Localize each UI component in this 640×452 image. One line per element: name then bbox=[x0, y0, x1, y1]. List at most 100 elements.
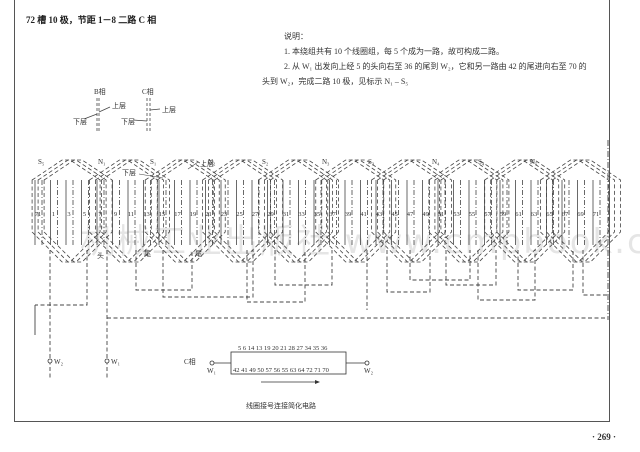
circuit-input: W₁ bbox=[207, 367, 216, 375]
coil bbox=[371, 159, 440, 263]
legend-c-phase: C相 bbox=[142, 87, 154, 96]
slot-number: 15 bbox=[159, 211, 166, 218]
figure-title: 72 槽 10 极，节距 1－8 二路 C 相 bbox=[26, 15, 157, 25]
pole-label: S₂ bbox=[262, 158, 269, 166]
annotation-head: 头 bbox=[97, 251, 104, 260]
coil bbox=[383, 159, 452, 263]
coil bbox=[150, 159, 220, 263]
slot-number: 43 bbox=[376, 211, 383, 218]
slot-number: 45 bbox=[391, 211, 398, 218]
slot-number: 21 bbox=[205, 211, 212, 218]
slot-number: 63 bbox=[531, 211, 538, 218]
slot-number: 55 bbox=[469, 211, 476, 218]
slot-number: 59 bbox=[500, 211, 507, 218]
coil bbox=[546, 159, 615, 263]
slot-number: 9 bbox=[114, 211, 117, 218]
slot-number: 17 bbox=[174, 211, 181, 218]
slot-number: 71 bbox=[593, 211, 600, 218]
slot-number: 37 bbox=[329, 211, 336, 218]
slot-number: 23 bbox=[221, 211, 228, 218]
legend-b-phase: B相 bbox=[94, 87, 106, 96]
coil bbox=[552, 159, 621, 263]
pole-label: N₁ bbox=[98, 158, 106, 166]
slot-number: 31 bbox=[283, 211, 290, 218]
slot-number: 47 bbox=[407, 211, 414, 218]
circuit-caption: 线圈接号连接简化电路 bbox=[246, 402, 316, 410]
slot-number: 19 bbox=[190, 211, 197, 218]
circuit-output: W₂ bbox=[364, 367, 374, 375]
notes-line-2: 2. 从 W₁ 出发向上经 5 的头向右至 36 的尾到 W₂，它和另一路由 4… bbox=[284, 62, 587, 71]
circuit-phase-label: C相 bbox=[184, 357, 196, 366]
coil bbox=[156, 159, 226, 263]
coil bbox=[440, 159, 510, 263]
layer-legend: B相 上层 下层 C相 上层 下层 bbox=[73, 87, 176, 132]
circuit-top-branch: 5 6 14 13 19 20 21 28 27 34 35 36 bbox=[238, 345, 328, 352]
slot-number: 39 bbox=[345, 211, 352, 218]
notes-line-3: 头到 W₂，完成二路 10 极，见标示 N₁ – S₅ bbox=[262, 77, 409, 86]
legend-lower-b: 下层 bbox=[73, 118, 87, 126]
page-frame bbox=[14, 0, 610, 422]
coil bbox=[101, 159, 170, 263]
slot-number: 53 bbox=[453, 211, 460, 218]
notes-line-1: 1. 本绕组共有 10 个线圈组，每 5 个成为一路，故可构成二路。 bbox=[284, 47, 504, 56]
slot-number: 51 bbox=[438, 211, 445, 218]
coil bbox=[270, 159, 339, 263]
circuit-bottom-branch: 42 41 49 50 57 56 55 63 64 72 71 70 bbox=[233, 367, 329, 374]
slot-number: 1 bbox=[52, 211, 55, 218]
pole-label: N₅ bbox=[530, 158, 538, 166]
coil-annotations: 下层 上层 头 尾 尾 bbox=[97, 159, 214, 260]
pole-label: N₄ bbox=[432, 158, 440, 166]
annotation-tail-2: 尾 bbox=[195, 250, 202, 258]
simplified-circuit: C相 W₁ 5 6 14 13 19 20 21 28 27 34 35 36 … bbox=[184, 345, 374, 384]
slot-number: 13 bbox=[143, 211, 150, 218]
annotation-upper: 上层 bbox=[200, 159, 214, 168]
pole-label: S₃ bbox=[368, 158, 375, 166]
notes-block: 说明： 1. 本绕组共有 10 个线圈组，每 5 个成为一路，故可构成二路。 2… bbox=[262, 29, 622, 89]
terminal-w2[interactable]: W₂ bbox=[47, 358, 64, 366]
pole-label: S₁ bbox=[150, 158, 156, 166]
coil bbox=[540, 159, 609, 263]
coil bbox=[377, 159, 446, 263]
slot-number: 3 bbox=[67, 211, 70, 218]
notes-heading: 说明： bbox=[284, 32, 308, 41]
coil bbox=[95, 159, 164, 263]
slot-lines bbox=[34, 180, 601, 245]
coil bbox=[37, 159, 107, 263]
annotation-tail-1: 尾 bbox=[144, 250, 151, 258]
svg-text:W₂: W₂ bbox=[54, 358, 64, 366]
slot-number: 35 bbox=[314, 211, 321, 218]
slot-number: 7 bbox=[98, 211, 102, 218]
pole-label: S₅ bbox=[38, 158, 45, 166]
slot-number: 5 bbox=[83, 211, 86, 218]
legend-lower-c: 下层 bbox=[121, 118, 135, 126]
slot-number: 29 bbox=[267, 211, 274, 218]
coil bbox=[208, 159, 277, 263]
svg-text:W₁: W₁ bbox=[111, 358, 120, 366]
slot-number: 33 bbox=[298, 211, 305, 218]
legend-upper-b: 上层 bbox=[112, 101, 126, 110]
slot-number: 69 bbox=[577, 211, 584, 218]
pole-label: N₃ bbox=[322, 158, 330, 166]
slot-number: 27 bbox=[252, 211, 259, 218]
coil bbox=[144, 159, 214, 263]
slot-number: 67 bbox=[562, 211, 569, 218]
coil bbox=[258, 159, 327, 263]
terminal-w1[interactable]: W₁ bbox=[104, 358, 120, 366]
slot-number: 11 bbox=[128, 211, 134, 218]
coil bbox=[327, 159, 397, 263]
slot-number: 57 bbox=[484, 211, 491, 218]
slot-number: 49 bbox=[422, 211, 429, 218]
coil bbox=[490, 159, 560, 263]
slot-number: 71 bbox=[35, 211, 42, 218]
coil bbox=[321, 159, 391, 263]
page-number: · 269 · bbox=[592, 432, 617, 442]
pole-label: N₂ bbox=[208, 158, 216, 166]
slot-number: 25 bbox=[236, 211, 243, 218]
slot-number: 65 bbox=[546, 211, 553, 218]
slot-number: 61 bbox=[515, 211, 522, 218]
slot-number: 41 bbox=[360, 211, 367, 218]
annotation-lower: 下层 bbox=[122, 169, 136, 177]
connection-lines bbox=[34, 140, 609, 378]
